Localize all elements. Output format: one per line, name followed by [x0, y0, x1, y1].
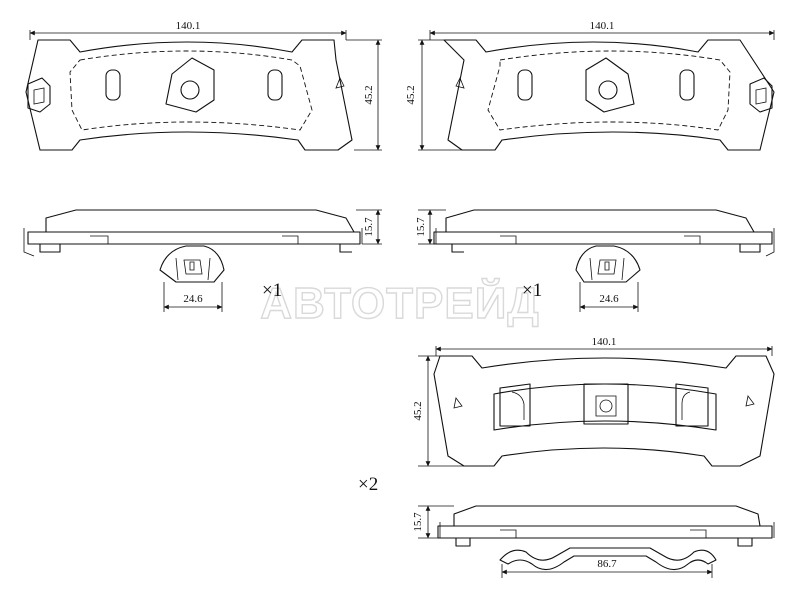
pad-side-view-right: 15.7 24.6 ×1: [415, 209, 775, 312]
pad-side-view-bottom: 15.7 86.7: [412, 505, 775, 578]
dimension-width-label: 140.1: [592, 336, 617, 348]
quantity-label-bottom: ×2: [358, 474, 378, 495]
quantity-label: ×1: [522, 280, 542, 301]
dimension-spring-label: 86.7: [597, 558, 617, 570]
quantity-label: ×1: [262, 280, 282, 301]
dimension-thickness-label: 15.7: [415, 217, 427, 237]
dimension-clip-label: 24.6: [183, 293, 203, 305]
dimension-thickness-label: 15.7: [412, 512, 424, 532]
dimension-height-label: 45.2: [405, 85, 417, 104]
pad-side-view-left: 15.7 24.6 ×1: [23, 209, 382, 312]
dimension-thickness-label: 15.7: [363, 217, 375, 237]
pad-front-view-bottom: 140.1 45.2: [412, 336, 775, 467]
dimension-height-label: 45.2: [363, 85, 375, 104]
pad-front-view-right: 140.1 45.2: [405, 20, 775, 151]
pad-front-view-left: 140.1 45.2: [25, 20, 382, 151]
dimension-clip-label: 24.6: [599, 293, 619, 305]
watermark-text: АВТОТРЕЙД: [260, 277, 539, 328]
dimension-height-label: 45.2: [412, 401, 424, 420]
dimension-width-label: 140.1: [590, 20, 615, 32]
dimension-width-label: 140.1: [176, 20, 201, 32]
